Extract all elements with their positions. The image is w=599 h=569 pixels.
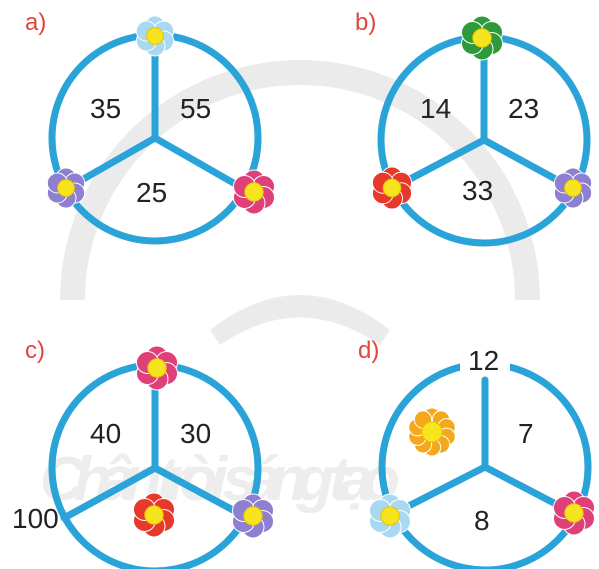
flower-right-icon: [232, 169, 276, 215]
puzzle-label: a): [25, 9, 46, 36]
number-left: 35: [90, 93, 121, 124]
flower-left-icon: [46, 167, 86, 209]
puzzle-label: b): [355, 9, 376, 36]
number-right: 7: [518, 418, 534, 449]
puzzle-b: b) 14 23 33: [355, 9, 593, 247]
puzzle-spoke-right: [151, 134, 248, 193]
flower-center: [146, 27, 164, 45]
number-bottom: 25: [136, 177, 167, 208]
puzzle-spoke-left: [60, 464, 159, 522]
number-right: 23: [508, 93, 539, 124]
number-bottom: 8: [474, 505, 490, 536]
flower-left-icon: [368, 493, 412, 539]
flower-center: [147, 358, 167, 378]
flower-right-icon: [231, 493, 275, 539]
top-number-backdrop: [460, 345, 510, 375]
puzzle-d: d) 12 7 8: [358, 337, 596, 569]
flower-center: [564, 503, 584, 523]
flower-center: [472, 28, 492, 48]
puzzle-a: a) 35 55 25: [25, 9, 276, 245]
flower-top-icon: [135, 345, 179, 391]
puzzle-label: d): [358, 337, 379, 364]
number-outer-left: 100: [12, 503, 59, 534]
flower-center: [380, 506, 400, 526]
flower-top-icon: [460, 15, 504, 61]
flower-center: [144, 505, 164, 525]
number-right: 55: [180, 93, 211, 124]
flower-inner-icon: [132, 492, 176, 538]
puzzle-c: c) 40 30 100: [12, 337, 275, 569]
puzzle-label: c): [25, 337, 45, 364]
flower-inner-icon: [408, 407, 456, 457]
number-top: 12: [468, 345, 499, 376]
flower-center: [564, 179, 582, 197]
number-right: 30: [180, 418, 211, 449]
flower-top-icon: [135, 15, 175, 57]
number-bottom: 33: [462, 175, 493, 206]
flower-center: [382, 178, 402, 198]
flower-left-icon: [371, 166, 413, 210]
flower-right-icon: [552, 490, 596, 536]
flower-center: [57, 179, 75, 197]
flower-center: [244, 182, 264, 202]
flower-center: [243, 506, 263, 526]
number-left: 40: [90, 418, 121, 449]
puzzle-spoke-right: [151, 464, 248, 520]
flower-right-icon: [553, 167, 593, 209]
flower-center: [421, 421, 443, 443]
number-left: 14: [420, 93, 451, 124]
